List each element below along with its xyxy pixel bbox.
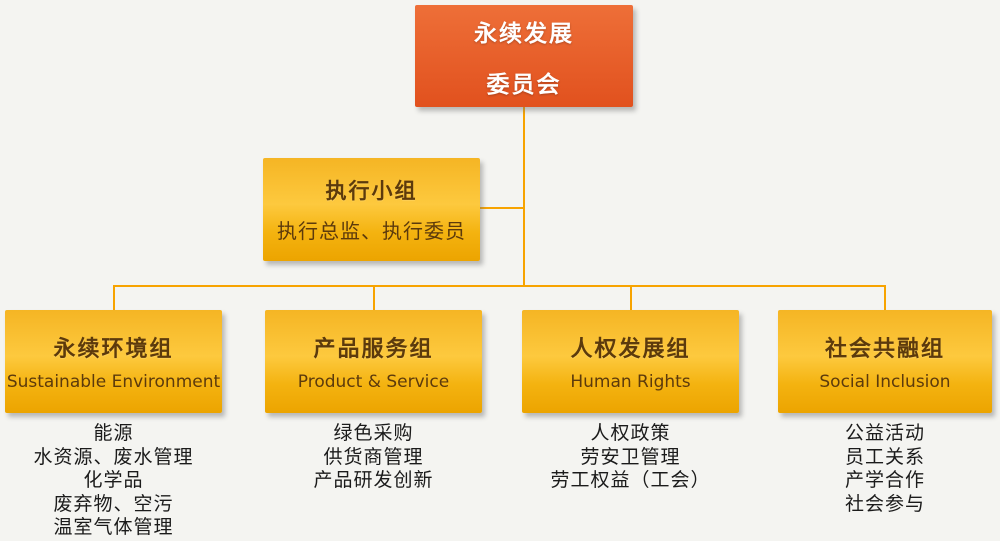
list-item: 供货商管理 (323, 445, 424, 468)
connector-drop-group-4 (884, 285, 886, 312)
item-list-social-inclusion: 公益活动 员工关系 产学合作 社会参与 (778, 422, 992, 516)
root-title-line2: 委员会 (486, 71, 562, 98)
group-title: 社会共融组 (824, 337, 945, 362)
list-item: 公益活动 (844, 422, 925, 444)
item-list-product-service: 绿色采购 供货商管理 产品研发创新 (265, 422, 482, 493)
list-item: 废弃物、空污 (53, 492, 174, 515)
group-title: 产品服务组 (313, 337, 434, 362)
list-item: 社会参与 (844, 492, 925, 515)
list-item: 劳工权益（工会） (550, 469, 711, 491)
list-item: 水资源、废水管理 (33, 445, 194, 468)
exec-node: 执行小组 执行总监、执行委员 (263, 158, 480, 261)
group-subtitle: Sustainable Environment (6, 372, 221, 392)
group-subtitle: Human Rights (570, 372, 691, 392)
connector-exec-stub (479, 207, 525, 209)
connector-drop-group-2 (373, 285, 375, 312)
group-node-product-service: 产品服务组 Product & Service (265, 310, 482, 413)
list-item: 产品研发创新 (313, 469, 434, 491)
group-node-social-inclusion: 社会共融组 Social Inclusion (778, 310, 992, 413)
group-subtitle: Social Inclusion (819, 372, 951, 392)
list-item: 温室气体管理 (53, 516, 174, 538)
item-list-environment: 能源 水资源、废水管理 化学品 废弃物、空污 温室气体管理 (5, 422, 222, 540)
list-item: 能源 (93, 422, 134, 444)
root-title-line1: 永续发展 (474, 20, 574, 47)
exec-subtitle: 执行总监、执行委员 (277, 219, 466, 243)
list-item: 劳安卫管理 (580, 445, 681, 468)
group-title: 人权发展组 (570, 337, 691, 362)
connector-drop-group-3 (630, 285, 632, 312)
list-item: 员工关系 (844, 445, 925, 468)
group-node-environment: 永续环境组 Sustainable Environment (5, 310, 222, 413)
group-title: 永续环境组 (53, 337, 174, 362)
connector-drop-group-1 (113, 285, 115, 312)
list-item: 化学品 (83, 469, 144, 491)
list-item: 产学合作 (844, 469, 925, 491)
root-node-committee: 永续发展 委员会 (415, 5, 633, 107)
list-item: 绿色采购 (333, 422, 414, 444)
exec-title: 执行小组 (325, 179, 418, 203)
group-node-human-rights: 人权发展组 Human Rights (522, 310, 739, 413)
item-list-human-rights: 人权政策 劳安卫管理 劳工权益（工会） (522, 422, 739, 493)
group-subtitle: Product & Service (297, 372, 450, 392)
connector-root-vertical (523, 106, 525, 287)
connector-main-rail (113, 285, 886, 287)
list-item: 人权政策 (590, 422, 671, 444)
